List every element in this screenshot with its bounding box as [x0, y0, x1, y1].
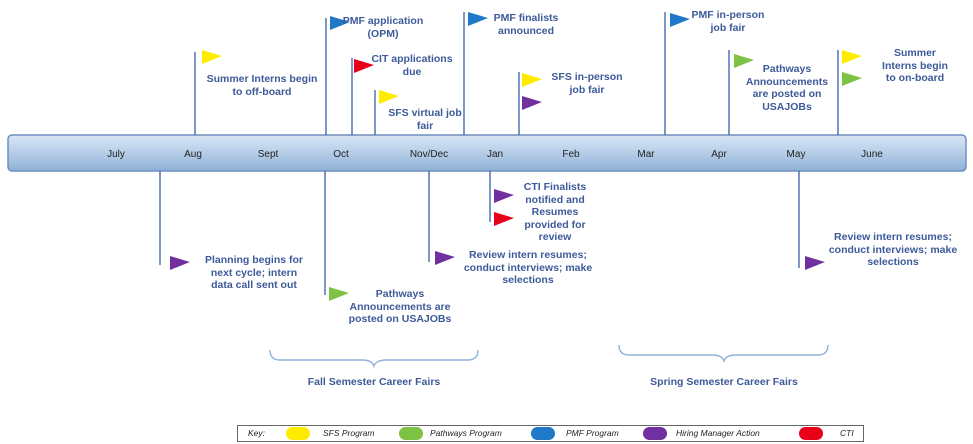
legend-pmf-label: PMF Program [566, 428, 619, 438]
flag-pathways-summer-onboard [842, 72, 862, 86]
event-pmf-application: PMF application (OPM) [342, 15, 424, 40]
event-pmf-inperson: PMF in-person job fair [691, 9, 765, 34]
fall-fairs-label: Fall Semester Career Fairs [307, 376, 441, 388]
month-mar: Mar [637, 149, 655, 160]
flag-hiring-review-spring [805, 256, 825, 270]
flag-pathways-fall [329, 287, 349, 301]
month-apr: Apr [711, 149, 727, 160]
flag-hiring-cti-finalists [494, 189, 514, 203]
legend-sfs-label: SFS Program [323, 428, 375, 438]
flag-pmf-finalists [468, 12, 488, 26]
legend-box [237, 425, 864, 442]
month-oct: Oct [333, 149, 349, 160]
event-sfs-virtual: SFS virtual job fair [388, 107, 462, 132]
legend-cti-swatch [799, 427, 823, 440]
event-pathways-spring: Pathways Announcements are posted on USA… [745, 63, 829, 113]
flag-sfs-summer-offboard [202, 50, 222, 64]
month-may: May [786, 149, 806, 160]
flag-cti-finalists [494, 212, 514, 226]
legend-pathways-label: Pathways Program [430, 428, 502, 438]
event-pathways-fall: Pathways Announcements are posted on USA… [348, 288, 452, 325]
event-summer-onboard: Summer Interns begin to on-board [882, 47, 948, 84]
month-feb: Feb [562, 149, 580, 160]
flag-pmf-application [330, 16, 350, 30]
flag-sfs-virtual [379, 90, 399, 104]
legend-hiring-label: Hiring Manager Action [676, 428, 760, 438]
connector-lines [159, 12, 839, 295]
flag-hiring-planning [170, 256, 190, 270]
month-nov-dec: Nov/Dec [409, 149, 449, 160]
event-cti-finalists: CTI Finalists notified and Resumes provi… [523, 181, 587, 243]
event-pmf-finalists: PMF finalists announced [493, 12, 559, 37]
flag-cti-applications [354, 59, 374, 73]
event-review-spring: Review intern resumes; conduct interview… [828, 231, 958, 268]
flag-pmf-inperson [670, 13, 690, 27]
flag-sfs-summer-onboard [842, 50, 862, 64]
legend-hiring-swatch [643, 427, 667, 440]
event-sfs-inperson: SFS in-person job fair [551, 71, 623, 96]
month-june: June [861, 149, 883, 160]
legend-cti-label: CTI [840, 428, 854, 438]
spring-fairs-label: Spring Semester Career Fairs [650, 376, 798, 388]
flag-pathways-spring [734, 54, 754, 68]
spring-fairs-brace [618, 344, 829, 364]
legend-title: Key: [248, 428, 266, 438]
month-aug: Aug [184, 149, 202, 160]
flag-hiring-inperson [522, 96, 542, 110]
flag-hiring-review-fall [435, 251, 455, 265]
month-jan: Jan [486, 149, 504, 160]
event-planning: Planning begins for next cycle; intern d… [204, 254, 303, 291]
event-summer-offboard: Summer Interns begin to off-board [206, 73, 318, 98]
legend-pmf-swatch [531, 427, 555, 440]
fall-fairs-brace [269, 349, 479, 369]
legend-sfs-swatch [286, 427, 310, 440]
event-cit-applications: CIT applications due [371, 53, 453, 78]
month-july: July [107, 149, 125, 160]
month-sept: Sept [257, 149, 279, 160]
legend-pathways-swatch [399, 427, 423, 440]
timeline-bar [7, 134, 967, 172]
event-review-fall: Review intern resumes; conduct interview… [463, 249, 593, 286]
flags [170, 12, 862, 301]
flag-sfs-inperson [522, 73, 542, 87]
